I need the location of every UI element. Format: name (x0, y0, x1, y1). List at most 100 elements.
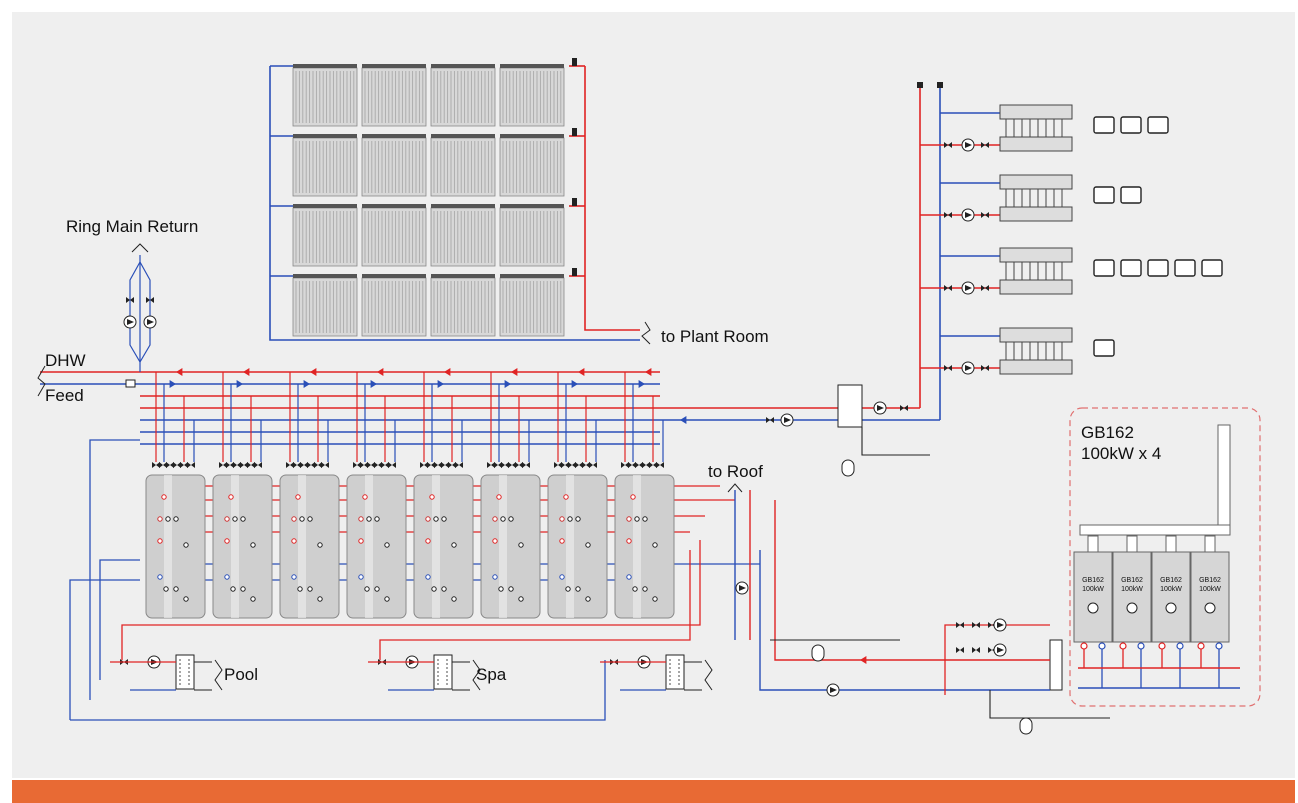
manifold-bar (999, 327, 1073, 343)
boiler-body (1112, 551, 1152, 643)
tank-connection (425, 574, 431, 580)
solar-collector (292, 274, 358, 337)
thermostat-icon (1120, 186, 1142, 204)
tank-valve-icon (522, 462, 530, 468)
flow-arrow (236, 380, 243, 388)
tank-connection (425, 538, 431, 544)
tank-connection (634, 516, 640, 522)
solar-collector-header (431, 64, 495, 68)
solar-collector (430, 204, 496, 267)
chimney-icon (1217, 424, 1231, 526)
boiler-pump-icon (1087, 602, 1099, 614)
tank-connection (626, 516, 632, 522)
solar-collector-header (500, 204, 564, 208)
tank-connection (165, 516, 171, 522)
flow-arrow (680, 416, 687, 424)
spa-return-pipe (89, 439, 140, 700)
pump-icon-arrow (965, 365, 972, 371)
break-symbol (727, 483, 743, 493)
pump-icon-arrow (965, 285, 972, 291)
storage-tank (480, 462, 541, 619)
tank-valve-icon (219, 462, 227, 468)
make-up-pipe (861, 427, 930, 456)
boiler-flow-port (1080, 642, 1088, 650)
ring-main-branch (139, 261, 151, 363)
tank-connection (508, 516, 514, 522)
feed-label: Feed (45, 386, 84, 405)
tank-valve-icon (448, 462, 456, 468)
pump-icon-arrow (965, 142, 972, 148)
air-vent-icon (572, 128, 577, 136)
return-pipe (70, 660, 606, 721)
tank-connection (291, 538, 297, 544)
flow-arrow (860, 656, 867, 664)
break-symbol (472, 659, 481, 691)
flow-arrow (310, 368, 317, 376)
solar-collector-header (362, 134, 426, 138)
tank-connection (240, 516, 246, 522)
storage-tank (413, 462, 474, 619)
boiler-model-label: GB162 (1082, 577, 1104, 584)
manifold-bar (999, 279, 1073, 295)
solar-flow-main (584, 66, 640, 331)
flow-arrow (578, 368, 585, 376)
storage-tank (212, 462, 273, 619)
tank-connection (307, 586, 313, 592)
solar-collector-frame (292, 277, 358, 337)
valve-icon (944, 365, 952, 371)
tank-connection (224, 516, 230, 522)
heating-circuits (917, 82, 1223, 420)
boiler-body (1190, 551, 1230, 643)
tank-valve-icon (286, 462, 294, 468)
pool-heat-exchanger-icon (175, 654, 195, 690)
tank-connection (652, 542, 658, 548)
solar-collector-header (362, 204, 426, 208)
tank-valve-icon (515, 462, 523, 468)
solar-collector (499, 64, 565, 127)
solar-collector-header (431, 134, 495, 138)
tank-valve-icon (307, 462, 315, 468)
solar-collector-frame (499, 137, 565, 197)
tank-connection (374, 516, 380, 522)
manifold-bar (999, 104, 1073, 120)
tank-valve-icon (173, 462, 181, 468)
valve-icon (126, 297, 134, 303)
tank-connection (451, 542, 457, 548)
low-loss-header-icon (837, 384, 863, 428)
tank-valve-icon (353, 462, 361, 468)
tank-valve-icon (420, 462, 428, 468)
valve-icon (981, 212, 989, 218)
boiler-return-port (1176, 642, 1184, 650)
boiler-group-title: GB162 (1081, 423, 1134, 442)
thermostat-icon (1174, 259, 1196, 277)
tank-connection (157, 538, 163, 544)
tank-valve-icon (554, 462, 562, 468)
tank-connection (173, 586, 179, 592)
boiler-flow-port (1119, 642, 1127, 650)
to-roof-label: to Roof (708, 462, 763, 481)
boiler-return-port (1137, 642, 1145, 650)
tank-connection (295, 494, 301, 500)
tank-valve-icon (226, 462, 234, 468)
tank-connection (183, 596, 189, 602)
solar-collector-header (293, 134, 357, 138)
solar-collector (361, 134, 427, 197)
tank-valve-icon (300, 462, 308, 468)
flow-arrow (571, 380, 578, 388)
tank-connection (224, 538, 230, 544)
manifold-bar (999, 136, 1073, 152)
tank-connection (492, 516, 498, 522)
tank-connection (518, 596, 524, 602)
manifold-icon (999, 174, 1073, 222)
valve-icon (972, 622, 980, 628)
ring-main-branch (129, 261, 141, 363)
storage-tank (346, 462, 407, 619)
pump-icon-arrow (147, 319, 154, 325)
tank-connection (384, 542, 390, 548)
solar-collector-frame (361, 137, 427, 197)
storage-tank-body (547, 474, 608, 619)
valve-icon (981, 285, 989, 291)
